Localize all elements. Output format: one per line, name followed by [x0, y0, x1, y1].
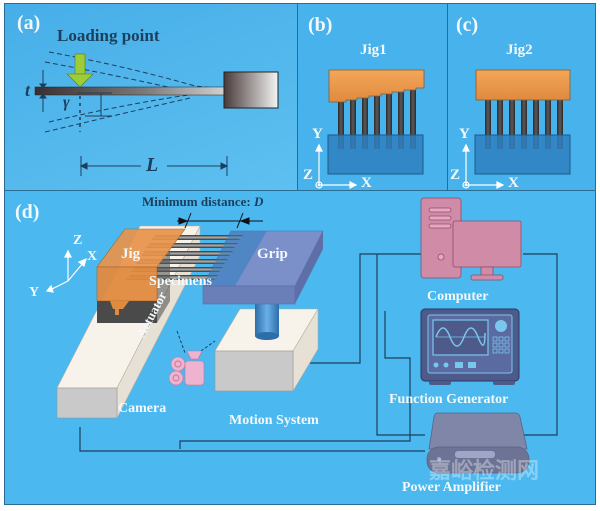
- axis-y-label: Y: [312, 126, 323, 142]
- axes-3d-icon: [45, 249, 87, 293]
- camera-icon: [168, 330, 216, 386]
- test-setup-diagram: [45, 197, 558, 474]
- specimen-pin: [485, 100, 491, 149]
- panel-a-label: (a): [17, 12, 41, 34]
- specimens-label: Specimens: [149, 274, 212, 289]
- camera-label: Camera: [118, 401, 167, 416]
- panel-a-cantilever: (a) Loading point: [4, 3, 298, 191]
- specimen-pin: [362, 96, 368, 149]
- stepped-jig: [328, 69, 425, 103]
- power-amplifier-label: Power Amplifier: [402, 480, 501, 495]
- length-dimension: [79, 156, 229, 176]
- panel-d-label: (d): [15, 201, 40, 223]
- panel-b-jig1: (b) Jig1 Y Z X: [297, 3, 448, 191]
- function-generator-icon: [420, 308, 520, 385]
- axis-z-label: Z: [450, 167, 461, 183]
- axis-z-label: Z: [73, 233, 83, 248]
- jig2-title: Jig2: [506, 42, 533, 58]
- flat-jig: [475, 69, 571, 101]
- computer-label: Computer: [427, 289, 489, 304]
- function-generator-label: Function Generator: [389, 392, 509, 407]
- base-block: [327, 134, 424, 175]
- min-distance-label: Minimum distance: D: [142, 194, 263, 210]
- specimen-pin: [521, 100, 527, 149]
- grip-label: Grip: [257, 246, 288, 262]
- panel-c-jig2: (c) Jig2 Y Z X: [447, 3, 596, 191]
- jig-label: Jig: [121, 246, 141, 262]
- min-distance-text: Minimum distance:: [142, 194, 254, 209]
- cantilever-diagram: [34, 51, 279, 176]
- specimen-pin: [350, 98, 356, 149]
- specimen-pin: [509, 100, 515, 149]
- length-symbol: L: [146, 154, 159, 176]
- specimen-pin: [398, 90, 404, 149]
- axis-y-label: Y: [29, 285, 40, 300]
- jig2-diagram: [462, 69, 571, 189]
- min-distance-dimension: [177, 212, 263, 229]
- deflection-dimension: [77, 92, 112, 117]
- thickness-symbol: t: [25, 80, 31, 100]
- axis-x-label: X: [508, 175, 519, 191]
- loading-arrow-icon: [66, 53, 94, 88]
- axes-icon: [315, 143, 358, 189]
- deflection-symbol: γ: [63, 94, 70, 111]
- specimen-pin: [386, 92, 392, 149]
- power-amplifier-icon: [426, 412, 530, 474]
- axis-z-label: Z: [303, 167, 314, 183]
- axis-x-label: X: [87, 249, 98, 264]
- specimen-pins: [338, 88, 416, 149]
- specimen-pins: [485, 100, 563, 149]
- panel-c-label: (c): [456, 14, 479, 36]
- specimen-pin: [545, 100, 551, 149]
- jig-block: [96, 228, 186, 323]
- thickness-dimension: [39, 70, 47, 112]
- axis-x-label: X: [361, 175, 372, 191]
- min-distance-symbol: D: [253, 194, 264, 209]
- specimen-pin: [557, 100, 563, 149]
- loading-point-label: Loading point: [57, 26, 160, 45]
- specimen-pin: [374, 94, 380, 149]
- base-block: [474, 134, 571, 175]
- jig1-diagram: [315, 69, 425, 189]
- specimen-pin: [410, 88, 416, 149]
- motion-system-label: Motion System: [229, 413, 319, 428]
- specimen-pin: [533, 100, 539, 149]
- specimen-pin: [338, 100, 344, 149]
- specimen-pin: [497, 100, 503, 149]
- axes-icon: [462, 143, 505, 189]
- clamp-block: [223, 71, 279, 109]
- grip-overlay: [203, 231, 267, 286]
- watermark: 嘉峪检测网: [429, 459, 540, 484]
- jig1-title: Jig1: [360, 42, 387, 58]
- panel-b-label: (b): [308, 14, 333, 36]
- computer-icon: [420, 197, 522, 281]
- motion-system-block: [214, 296, 319, 393]
- panel-d-setup: (d) Minimum distance: D Z X Y Jig Grip S…: [4, 190, 596, 505]
- axis-y-label: Y: [459, 126, 470, 142]
